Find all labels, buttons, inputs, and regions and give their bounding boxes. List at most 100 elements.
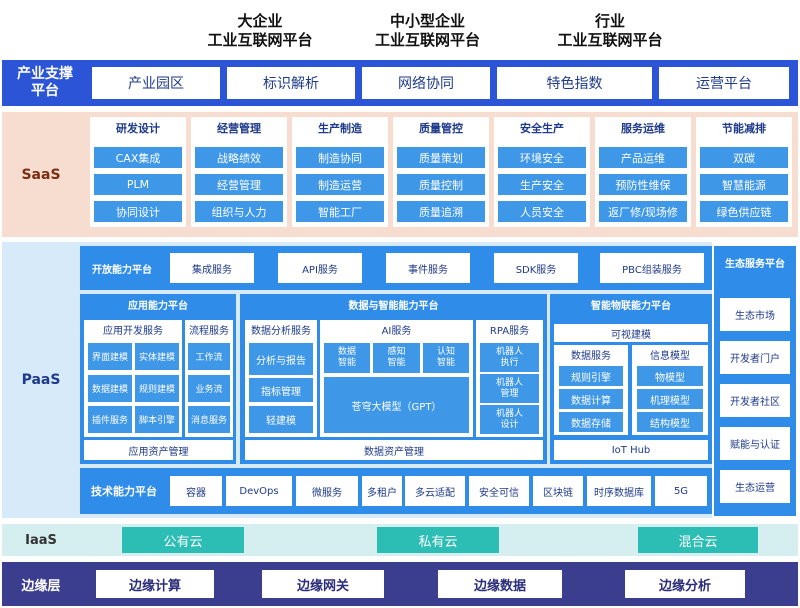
industry-item: 网络协同 (362, 67, 490, 99)
iot-data-item: 规则引擎 (559, 366, 623, 386)
edge-item: 边缘数据 (438, 570, 562, 598)
rpa-service-title: RPA服务 (489, 325, 530, 337)
saas-item: 经营管理 (195, 174, 283, 195)
iot-info-item: 结构模型 (637, 412, 703, 432)
saas-column-title: 经营管理 (217, 122, 261, 135)
iot-data-item: 数据计算 (559, 389, 623, 409)
saas-item: 制造运营 (296, 174, 384, 195)
data-analysis-item: 指标管理 (249, 378, 313, 402)
ai-service-title: AI服务 (381, 325, 412, 337)
saas-item: 环境安全 (498, 147, 586, 168)
data-analysis-item: 分析与报告 (249, 343, 313, 375)
app-asset-management: 应用资产管理 (84, 440, 233, 460)
saas-item: 智慧能源 (700, 174, 788, 195)
open-service-item: 集成服务 (170, 253, 254, 283)
tech-item: DevOps (226, 476, 292, 506)
header-large-enterprise: 大企业 工业互联网平台 (190, 12, 330, 50)
industry-item: 产业园区 (92, 67, 220, 99)
saas-column: 生产制造 制造协同 制造运营 智能工厂 (292, 117, 388, 227)
saas-column: 服务运维 产品运维 预防性维保 返厂修/现场修 (595, 117, 691, 227)
industry-item: 运营平台 (659, 67, 789, 99)
saas-item: 制造协同 (296, 147, 384, 168)
app-dev-item: 实体建模 (135, 343, 179, 370)
tech-item: 区块链 (533, 476, 583, 506)
saas-column: 节能减排 双碳 智慧能源 绿色供应链 (696, 117, 792, 227)
eco-item: 开发者门户 (720, 341, 790, 374)
paas-label: PaaS (21, 372, 61, 388)
rpa-service-item: 机器人 执行 (480, 343, 539, 372)
edge-label: 边缘层 (21, 578, 61, 594)
eco-item: 赋能与认证 (720, 427, 790, 460)
iot-hub: IoT Hub (554, 440, 708, 460)
saas-column-title: 研发设计 (116, 122, 160, 135)
data-analysis-title: 数据分析服务 (251, 325, 311, 337)
data-platform-title: 数据与智能能力平台 (348, 300, 439, 312)
saas-item: 双碳 (700, 147, 788, 168)
app-dev-item: 规则建模 (135, 375, 179, 402)
saas-item: 组织与人力 (195, 201, 283, 222)
header-line: 大企业 (237, 12, 283, 30)
saas-column: 质量管控 质量策划 质量控制 质量追溯 (393, 117, 489, 227)
tech-item: 安全可信 (469, 476, 529, 506)
saas-column-title: 质量管控 (419, 122, 463, 135)
open-service-item: API服务 (278, 253, 362, 283)
app-flow-item: 业务流 (188, 375, 230, 402)
saas-item: 智能工厂 (296, 201, 384, 222)
app-dev-item: 数据建模 (88, 375, 132, 402)
app-flow-item: 消息服务 (188, 406, 230, 433)
ai-service-item: 感知 智能 (373, 343, 420, 373)
iot-info-item: 物模型 (637, 366, 703, 386)
tech-item: 微服务 (296, 476, 358, 506)
iaas-item: 混合云 (638, 527, 758, 553)
tech-item: 多云适配 (405, 476, 465, 506)
rpa-service-item: 机器人 设计 (480, 405, 539, 434)
app-dev-item: 脚本引擎 (135, 406, 179, 433)
iaas-item: 公有云 (122, 527, 244, 553)
header-line: 工业互联网平台 (374, 31, 480, 49)
saas-column-title: 安全生产 (520, 122, 564, 135)
saas-item: 预防性维保 (599, 174, 687, 195)
saas-item: 质量策划 (397, 147, 485, 168)
iot-data-item: 数据存储 (559, 412, 623, 432)
industry-item: 标识解析 (227, 67, 355, 99)
saas-item: 协同设计 (94, 201, 182, 222)
saas-column: 安全生产 环境安全 生产安全 人员安全 (494, 117, 590, 227)
header-sme: 中小型企业 工业互联网平台 (355, 12, 500, 50)
open-platform-title: 开放能力平台 (92, 264, 152, 276)
app-dev-title: 应用开发服务 (103, 325, 163, 337)
iaas-item: 私有云 (377, 527, 499, 553)
open-service-item: PBC组装服务 (600, 253, 704, 283)
saas-item: 质量追溯 (397, 201, 485, 222)
saas-item: 返厂修/现场修 (599, 201, 687, 222)
ai-large-model: 苍穹大模型（GPT） (324, 377, 469, 433)
saas-item: 战略绩效 (195, 147, 283, 168)
edge-item: 边缘计算 (96, 570, 214, 598)
saas-item: 生产安全 (498, 174, 586, 195)
header-line: 工业互联网平台 (557, 31, 663, 49)
tech-item: 容器 (170, 476, 222, 506)
open-service-item: 事件服务 (386, 253, 470, 283)
open-service-item: SDK服务 (494, 253, 578, 283)
eco-item: 生态市场 (720, 298, 790, 331)
iaas-label: IaaS (25, 532, 57, 548)
saas-item: 质量控制 (397, 174, 485, 195)
tech-item: 多租户 (362, 476, 402, 506)
industry-support-label: 产业支撑 平台 (17, 66, 73, 99)
iot-data-service-title: 数据服务 (571, 350, 611, 362)
data-analysis-item: 轻建模 (249, 406, 313, 433)
header-industry: 行业 工业互联网平台 (540, 12, 680, 50)
iot-info-model-title: 信息模型 (650, 350, 690, 362)
saas-item: 绿色供应链 (700, 201, 788, 222)
app-flow-item: 工作流 (188, 343, 230, 370)
tech-platform-title: 技术能力平台 (91, 485, 157, 498)
ai-service-item: 认知 智能 (423, 343, 469, 373)
saas-item: 产品运维 (599, 147, 687, 168)
app-platform-title: 应用能力平台 (128, 300, 188, 312)
app-dev-item: 界面建模 (88, 343, 132, 370)
edge-item: 边缘分析 (625, 570, 745, 598)
saas-item: 人员安全 (498, 201, 586, 222)
saas-column-title: 服务运维 (621, 122, 665, 135)
eco-platform-title: 生态服务平台 (725, 258, 785, 270)
ai-service-item: 数据 智能 (324, 343, 370, 373)
iot-info-item: 机理模型 (637, 389, 703, 409)
